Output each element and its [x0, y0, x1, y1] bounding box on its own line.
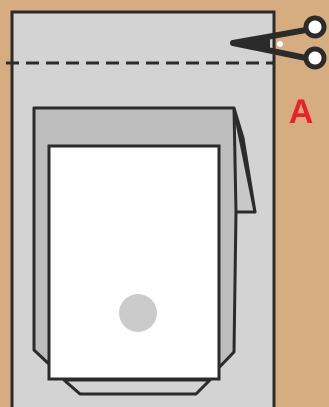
pouch-bottom-tray	[62, 378, 212, 396]
step-label-a: A	[288, 93, 314, 131]
scissors-icon	[230, 15, 327, 70]
gray-dot	[119, 294, 157, 332]
insert-card	[47, 144, 221, 381]
pouch-flap	[232, 106, 257, 214]
